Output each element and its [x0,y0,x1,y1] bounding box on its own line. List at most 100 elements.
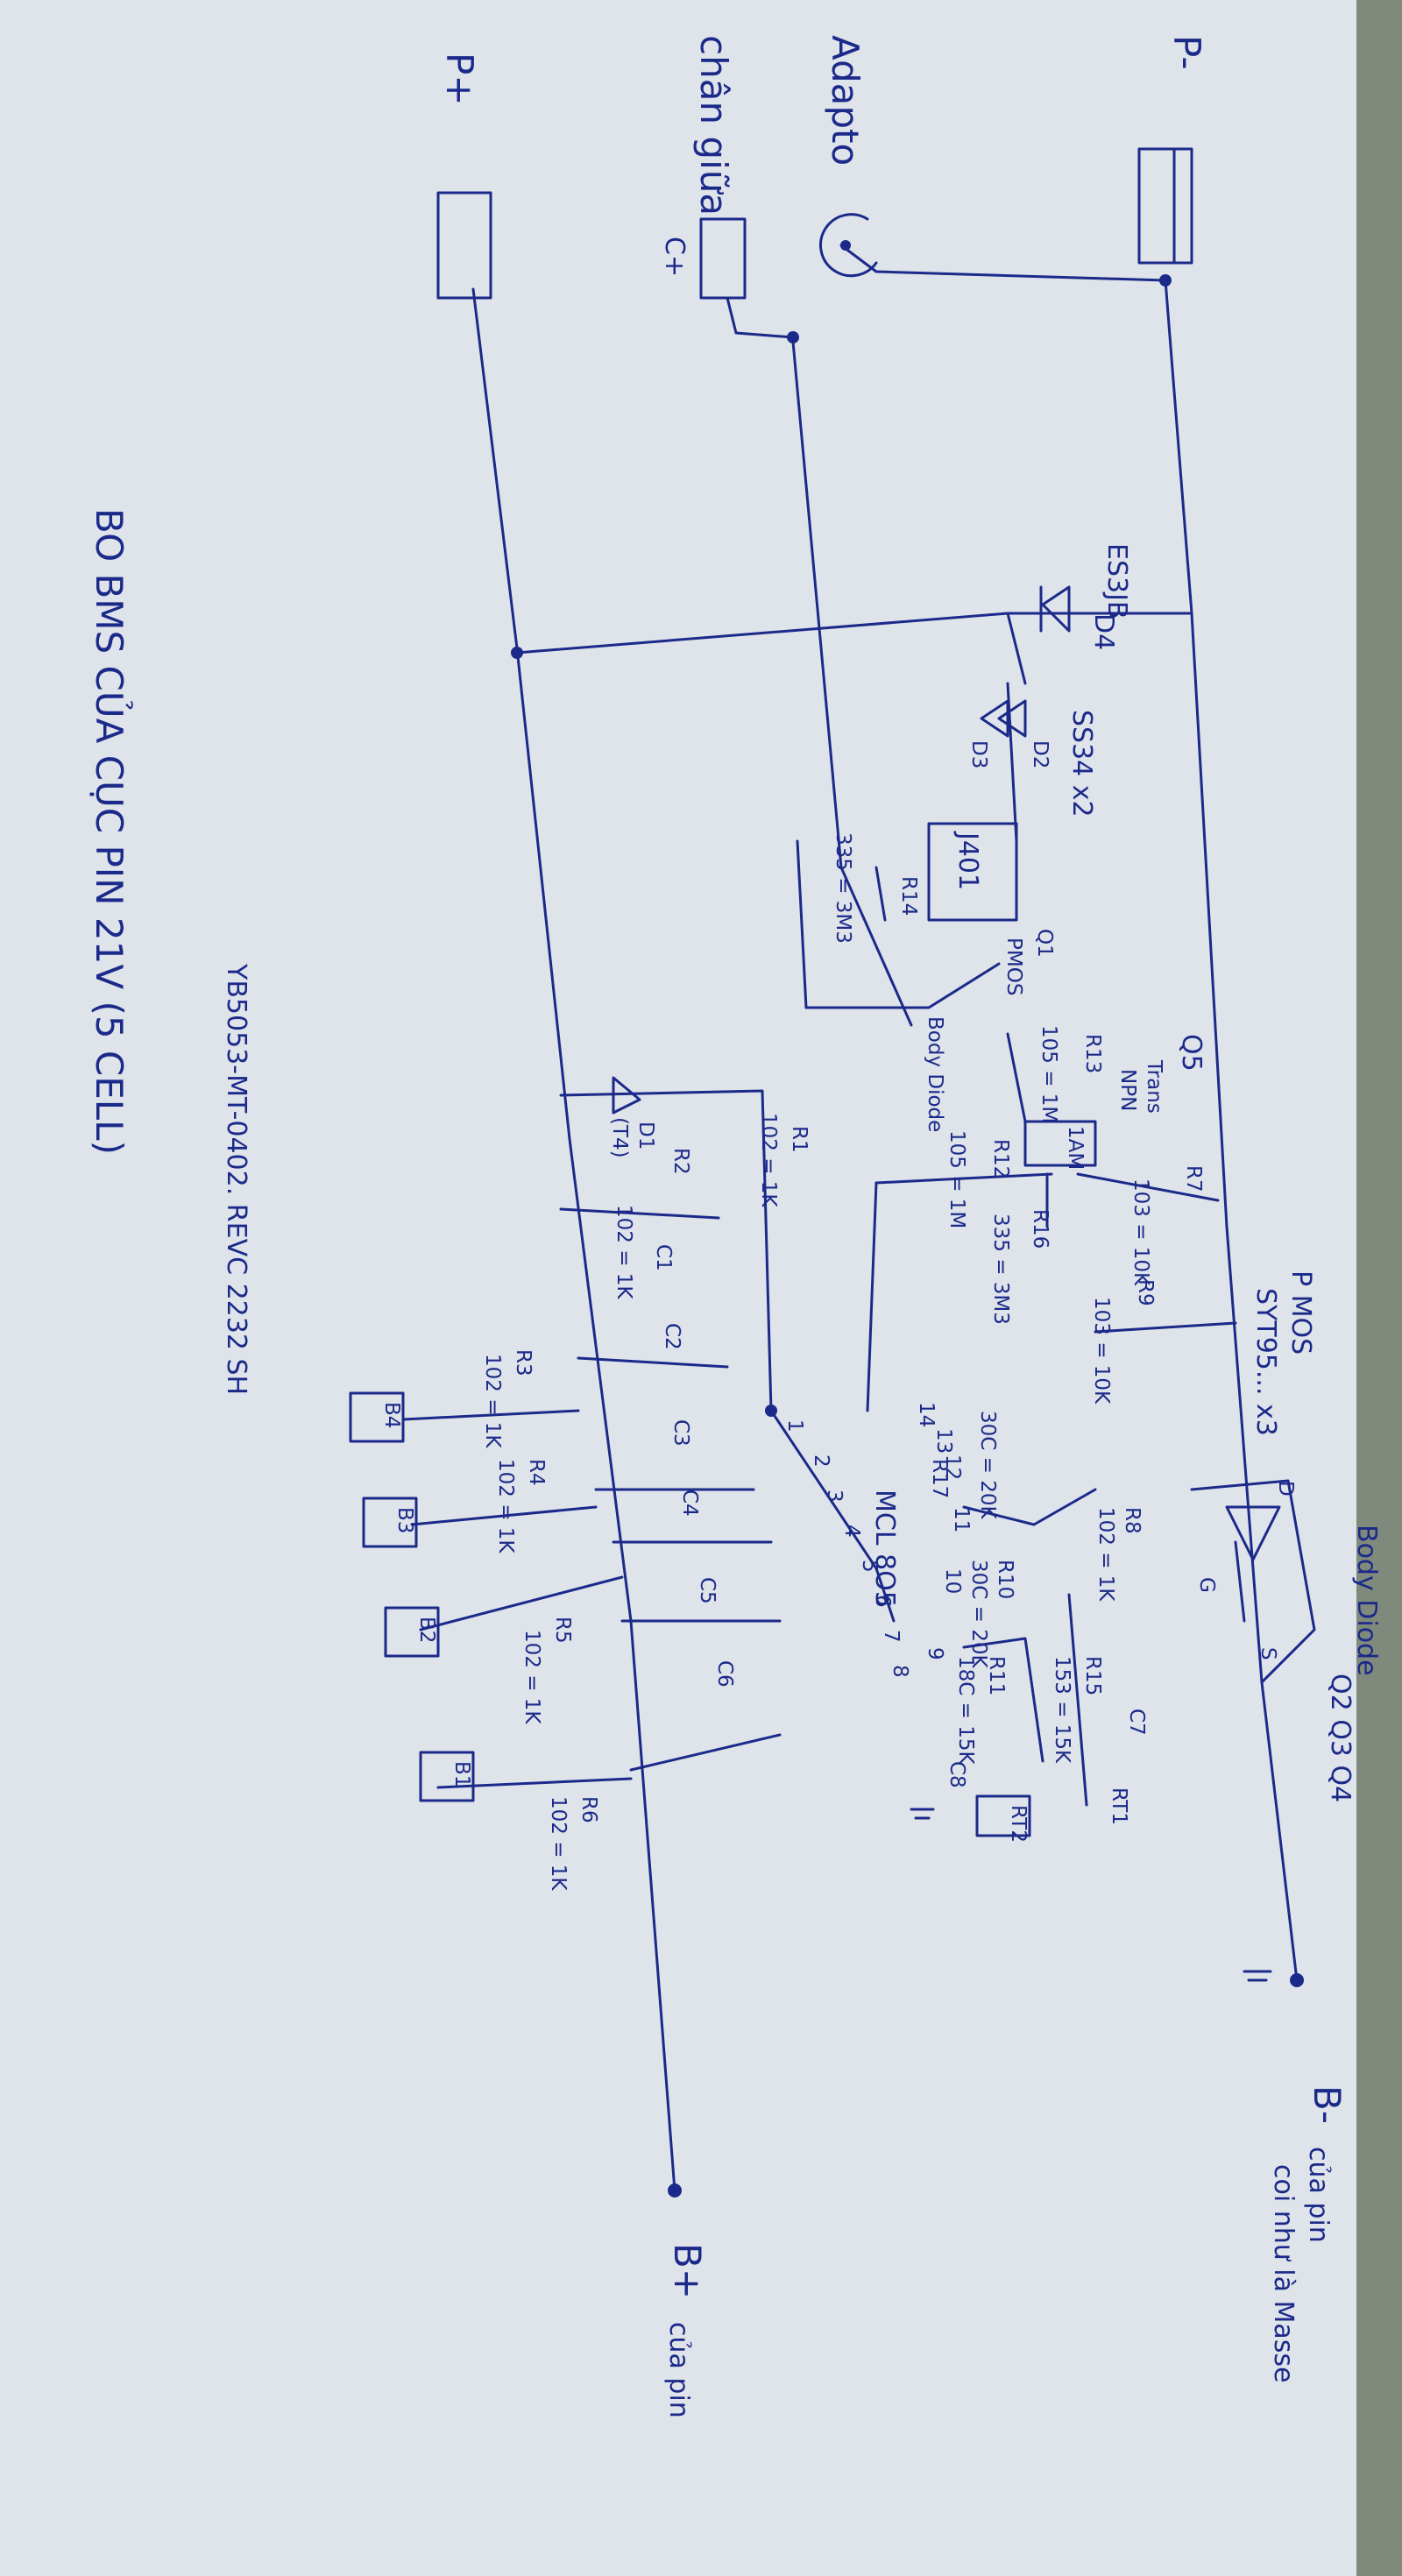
box-rt2 [975,1794,1031,1837]
svg-text:Q5: Q5 [1176,1034,1207,1072]
diode-d3-symbol [980,699,1009,738]
box-b3 [362,1497,418,1548]
diode-d1-symbol [612,1076,641,1115]
svg-text:RT1: RT1 [1108,1787,1130,1825]
ic-pin-10: 10 [941,1568,964,1594]
resistor-r14 [874,866,887,922]
ic-pin-9: 9 [924,1647,946,1660]
c4-label: C4 [678,1490,701,1517]
svg-text:D3: D3 [967,740,990,768]
node-b-plus [668,2183,682,2197]
svg-text:102 = 1K: 102 = 1K [612,1205,635,1299]
svg-text:C5: C5 [696,1577,719,1604]
b-plus-note: của pin [663,2322,694,2418]
svg-text:B2: B2 [415,1617,438,1643]
wire-c6 [629,1733,782,1772]
r6-label: R6 [577,1796,600,1823]
svg-text:R11: R11 [985,1656,1008,1695]
r10-label: R10 [994,1560,1016,1599]
c8-label: C8 [945,1761,968,1788]
svg-text:P-: P- [1165,35,1208,70]
ic-mcl805-label: MCL 8O5 [869,1490,900,1608]
svg-text:C1: C1 [652,1244,675,1271]
svg-text:coi như là Masse: coi như là Masse [1268,2164,1299,2383]
q5-box [1023,1120,1097,1167]
svg-text:ES3JB: ES3JB [1101,543,1132,619]
ic-pin-11: 11 [950,1507,973,1532]
svg-text:102 = 1K: 102 = 1K [547,1796,570,1891]
d4-label: D4 [1088,613,1119,650]
ic-pin-6: 6 [871,1595,894,1608]
j401-label: J401 [952,831,983,890]
body-diode-label: Body Diode [1351,1525,1382,1676]
svg-text:R15: R15 [1081,1656,1104,1695]
pmos-d-label: D [1274,1481,1297,1497]
ic-pin-7: 7 [880,1630,903,1643]
q5-type-2-label: NPN [1116,1069,1139,1111]
svg-text:R17: R17 [928,1459,951,1498]
r12-value-label: 105 = 1M [945,1130,968,1228]
c-plus-label: C+ [659,237,690,277]
b4-label: B4 [380,1402,403,1428]
wire-r13 [1006,1032,1027,1123]
svg-text:1AM: 1AM [1064,1126,1087,1170]
wire-p-minus [839,244,1167,282]
svg-text:P+: P+ [438,53,481,106]
d1-label: D1 [634,1122,657,1150]
q5-part-label: 1AM [1064,1126,1087,1170]
svg-text:R5: R5 [551,1617,574,1644]
r5-label: R5 [551,1617,574,1644]
ic-pin-4: 4 [840,1525,863,1538]
c1-label: C1 [652,1244,675,1271]
pmos-channel [1234,1540,1246,1623]
svg-text:Adapto: Adapto [824,35,867,166]
b2-label: B2 [415,1617,438,1643]
ic-pin-1: 1 [783,1419,806,1433]
svg-text:MCL 8O5: MCL 8O5 [869,1490,900,1608]
ic-pin-8: 8 [889,1665,911,1678]
svg-text:30C = 20K: 30C = 20K [967,1560,990,1668]
r15-value-label: 153 = 15K [1051,1656,1073,1764]
ic-mcl805-pins [769,1409,896,1623]
p-plus-label: P+ [438,53,481,106]
r12-label: R12 [989,1139,1012,1178]
svg-text:RT2: RT2 [1007,1805,1030,1843]
svg-text:D2: D2 [1029,740,1052,768]
node-d4-left [511,647,523,659]
r16-value-label: 335 = 3M3 [989,1214,1012,1325]
svg-text:D: D [1274,1481,1297,1497]
svg-text:C8: C8 [945,1761,968,1788]
rt2-label: RT2 [1007,1805,1030,1843]
r6-value-label: 102 = 1K [547,1796,570,1891]
title-label: BO BMS CỦA CỤC PIN 21V (5 CELL) [88,508,134,1155]
r17-value-label: 30C = 20K [976,1411,999,1519]
ic-pin-14: 14 [915,1402,938,1427]
ic-pin-3: 3 [823,1490,846,1503]
r3-value-label: 102 = 1K [481,1354,504,1448]
b-plus-label: B+ [666,2243,709,2299]
svg-text:Q2 Q3 Q4: Q2 Q3 Q4 [1325,1674,1356,1802]
r7-label: R7 [1182,1165,1205,1192]
svg-text:R9: R9 [1134,1279,1157,1306]
q1-box [927,822,1018,922]
p-minus-label: P- [1165,35,1208,70]
pmos-title-label: P MOS [1285,1270,1316,1355]
q5-type-1-label: Trans [1143,1059,1165,1114]
c2-label: C2 [661,1323,683,1350]
wire-c1 [559,1207,720,1220]
r9-label: R9 [1134,1279,1157,1306]
d2d3-part-label: SS34 x2 [1066,710,1097,817]
svg-text:SS34 x2: SS34 x2 [1066,710,1097,817]
wire-pmos-body [1190,1479,1316,1684]
svg-text:J401: J401 [952,831,983,890]
b-minus-note-1: của pin [1303,2147,1334,2243]
node-c-plus [787,331,799,343]
r1-label: R1 [788,1126,811,1153]
svg-text:102 = 1K: 102 = 1K [1094,1507,1117,1602]
c7-label: C7 [1125,1709,1148,1736]
svg-text:PMOS: PMOS [1002,938,1025,995]
svg-text:B3: B3 [393,1507,416,1533]
r2-value-label: 102 = 1K [612,1205,635,1299]
q1-type-label: PMOS [1002,938,1025,995]
r7-value-label: 103 = 10K [1129,1178,1152,1286]
